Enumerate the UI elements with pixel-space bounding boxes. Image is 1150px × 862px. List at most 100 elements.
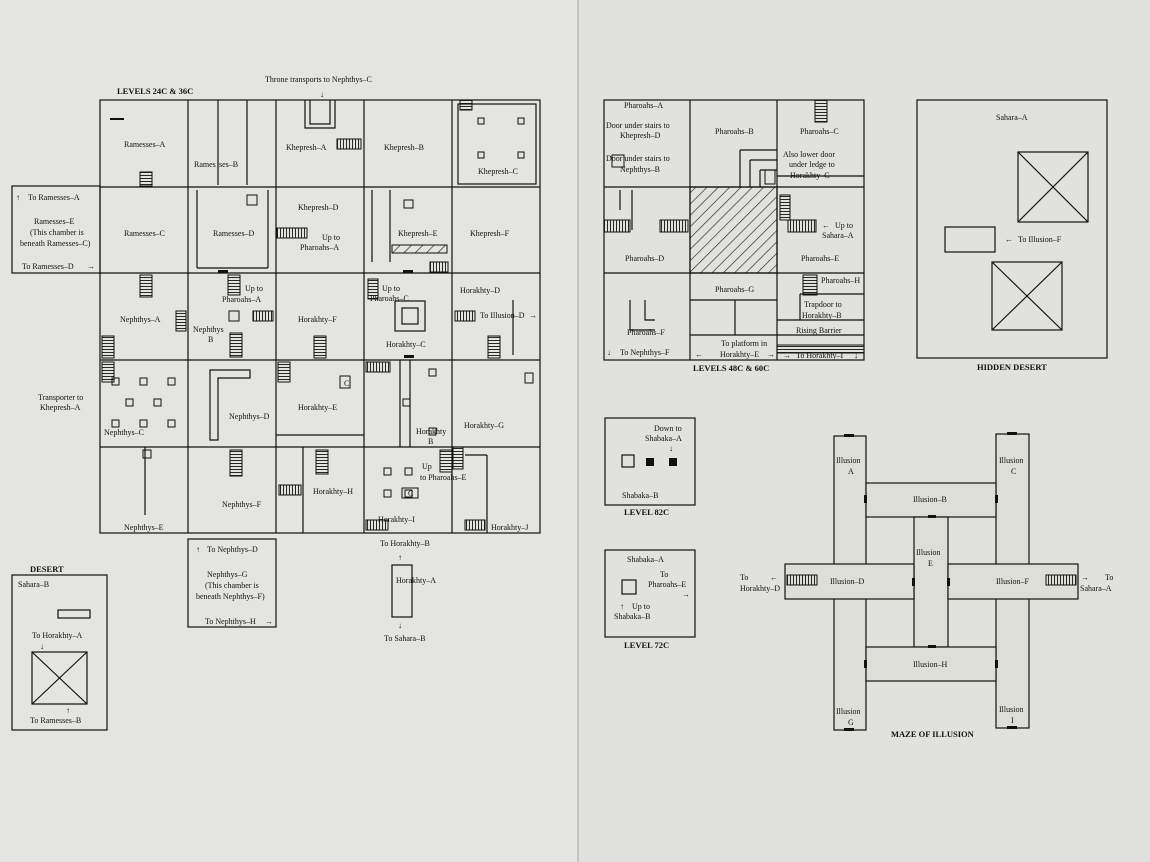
room-illusion-h: Illusion–H <box>913 660 947 669</box>
room-illusion-b: Illusion–B <box>913 495 947 504</box>
room-horakhty-d: Horakhty–D <box>460 286 500 295</box>
room-illusion-c-2: C <box>1011 467 1016 476</box>
arrow-down-shabaka: ↓ <box>669 444 673 453</box>
desert-box <box>11 574 108 731</box>
arrow-maze-right: → <box>1081 573 1089 582</box>
note-maze-to-sahara-a-2: Sahara–A <box>1080 584 1112 593</box>
note-up-shabaka-b-2: Shabaka–B <box>614 612 650 621</box>
label-c-1: C <box>344 379 349 388</box>
note-to-ramesses-d: To Ramesses–D <box>22 262 74 271</box>
note-to-nephthys-f: To Nephthys–F <box>620 348 670 357</box>
room-khepresh-c: Khepresh–C <box>478 167 518 176</box>
note-transporter-1: Transporter to <box>38 393 83 402</box>
note-up-shabaka-b-1: Up to <box>632 602 650 611</box>
arrow-platform-right: → <box>767 350 775 359</box>
note-to-pharoahs-e-2: Pharoahs–E <box>648 580 686 589</box>
room-ramesses-b-2: ses–B <box>219 160 238 169</box>
note-lower-door-3: Horakhty–C <box>790 171 830 180</box>
room-nephthys-c: Nephthys–C <box>104 428 144 437</box>
note-to-illusion-f: To Illusion–F <box>1018 235 1062 244</box>
room-illusion-d: Illusion–D <box>830 577 864 586</box>
room-nephthys-d: Nephthys–D <box>229 412 270 421</box>
note-transporter-2: Khepresh–A <box>40 403 81 412</box>
room-pharoahs-f: Pharoahs–F <box>627 328 665 337</box>
note-up-pharoahs-c-1: Up to <box>382 284 400 293</box>
room-nephthys-g: Nephthys–G <box>207 570 248 579</box>
room-nephthys-a: Nephthys–A <box>120 315 161 324</box>
room-ramesses-d: Ramesses–D <box>213 229 255 238</box>
arrow-maze-left: ← <box>770 573 778 582</box>
note-to-ramesses-b: To Ramesses–B <box>30 716 81 725</box>
nephthys-g-box <box>187 538 277 628</box>
arrow-to-horakhty-i-left: → <box>783 351 791 360</box>
room-illusion-i-1: Illusion <box>999 705 1023 714</box>
note-to-ramesses-a: To Ramesses–A <box>28 193 80 202</box>
room-sahara-a: Sahara–A <box>996 113 1028 122</box>
note-up-pharoahs-a-2: Pharoahs–A <box>300 243 339 252</box>
note-throne: Throne transports to Nephthys–C <box>265 75 372 84</box>
room-pharoahs-b: Pharoahs–B <box>715 127 754 136</box>
level-82c-box <box>604 417 696 506</box>
room-horakhty-i: Horakhty–I <box>378 515 415 524</box>
room-khepresh-d: Khepresh–D <box>298 203 339 212</box>
room-ramesses-e: Ramesses–E <box>34 217 75 226</box>
note-lower-door-1: Also lower door <box>783 150 835 159</box>
note-down-shabaka-2: Shabaka–A <box>645 434 682 443</box>
ramesses-e-box <box>11 185 101 274</box>
room-pharoahs-h: Pharoahs–H <box>821 276 860 285</box>
note-rising-barrier: Rising Barrier <box>796 326 842 335</box>
note-trapdoor-2: Horakhty–B <box>802 311 842 320</box>
illusion-e-column <box>913 516 949 648</box>
note-up-pharoahs-e-2: to Pharoahs–E <box>420 473 467 482</box>
hidden-desert-box <box>916 99 1108 359</box>
hatched-pit <box>689 186 778 274</box>
arrow-up-ramesses-a: ↑ <box>16 193 20 202</box>
level-72c-box <box>604 549 696 638</box>
arrow-to-ramesses-d: → <box>87 262 95 271</box>
room-horakhty-h: Horakhty–H <box>313 487 353 496</box>
arrow-to-illusion-d: → <box>529 311 537 320</box>
title-hidden-desert: HIDDEN DESERT <box>977 362 1047 372</box>
note-door-stairs-1: Door under stairs to <box>606 121 670 130</box>
arrow-to-nephthys-h: → <box>265 617 273 626</box>
room-horakhty-c: Horakhty–C <box>386 340 426 349</box>
horakhty-a-box <box>391 564 413 618</box>
note-up-pharoahs-a-1: Up to <box>322 233 340 242</box>
room-illusion-a-1: Illusion <box>836 456 860 465</box>
arrow-to-ramesses-b: ↑ <box>66 706 70 715</box>
note-to-horakhty-a: To Horakhty–A <box>32 631 83 640</box>
room-ramesses-c: Ramesses–C <box>124 229 165 238</box>
note-down-shabaka-1: Down to <box>654 424 682 433</box>
arrow-to-pharoahs-e: → <box>682 590 690 599</box>
note-ramesses-e-2: (This chamber is <box>30 228 84 237</box>
arrow-to-horakhty-a: ↓ <box>40 642 44 651</box>
arrow-up-sahara-a: ← <box>822 221 830 230</box>
illusion-h-bar <box>865 646 997 682</box>
note-to-illusion-d: To Illusion–D <box>480 311 525 320</box>
room-horakhty-e: Horakhty–E <box>298 403 337 412</box>
title-levels-24c-36c: LEVELS 24C & 36C <box>117 86 193 96</box>
room-nephthys-e: Nephthys–E <box>124 523 164 532</box>
note-platform-1: To platform in <box>721 339 767 348</box>
note-nephthys-g-2: (This chamber is <box>205 581 259 590</box>
room-illusion-e-1: Illusion <box>916 548 940 557</box>
note-door-stairs-3: Door under stairs to <box>606 154 670 163</box>
note-up-pharoahs-a-4: Pharoahs–A <box>222 295 261 304</box>
note-maze-to-horakhty-d-1: To <box>740 573 748 582</box>
room-khepresh-f: Khepresh–F <box>470 229 510 238</box>
room-illusion-g-2: G <box>848 718 854 727</box>
room-horakhty-b-1: Horakhty <box>416 427 446 436</box>
note-to-pharoahs-e-1: To <box>660 570 668 579</box>
note-to-sahara-b: To Sahara–B <box>384 634 425 643</box>
arrow-platform-left: ← <box>695 350 703 359</box>
room-pharoahs-e: Pharoahs–E <box>801 254 839 263</box>
title-level-72c: LEVEL 72C <box>624 640 669 650</box>
room-illusion-g-1: Illusion <box>836 707 860 716</box>
room-sahara-b: Sahara–B <box>18 580 49 589</box>
main-grid-border <box>99 99 541 534</box>
note-door-stairs-4: Nephthys–B <box>620 165 660 174</box>
note-up-sahara-a-2: Sahara–A <box>822 231 854 240</box>
arrow-to-horakhty-b: ↑ <box>398 553 402 562</box>
